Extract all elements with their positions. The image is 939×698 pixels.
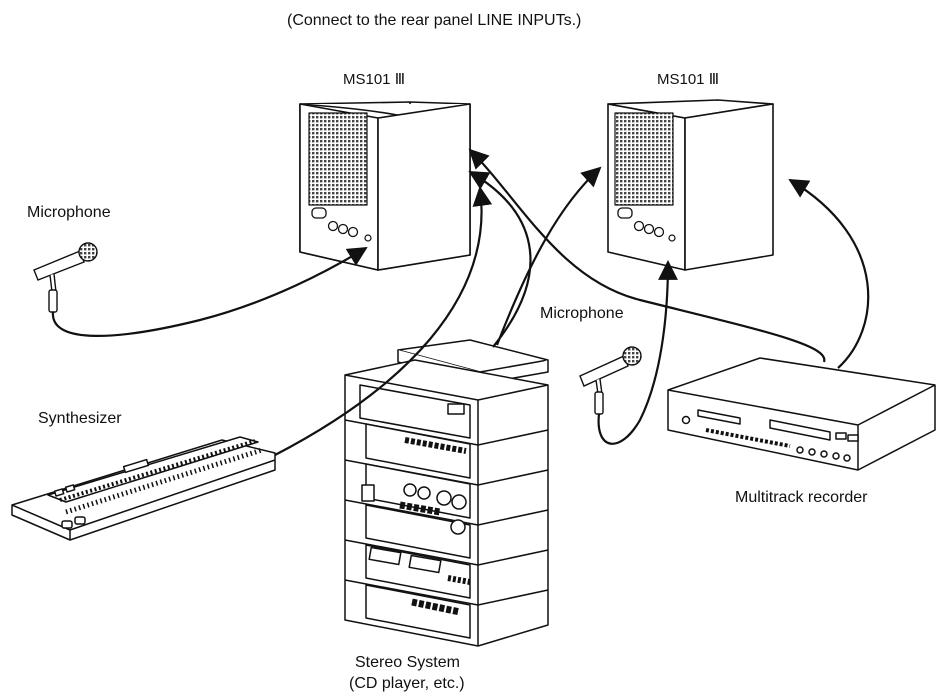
speaker-right [607,99,774,271]
cable-mic-left-to-speaker [51,246,368,337]
speaker-left [299,101,471,271]
cable-recorder-to-speaker-left [468,148,826,363]
cable-synth-to-speaker [274,186,493,456]
synthesizer-icon [11,436,276,541]
microphone-left-label: Microphone [27,204,111,221]
synthesizer-label: Synthesizer [38,410,122,427]
stereo-system-icon [344,339,549,647]
multitrack-recorder-icon [667,357,936,471]
recorder-label: Multitrack recorder [735,489,868,506]
stereo-label-line1: Stereo System [355,654,460,671]
cable-mic-right-to-speaker [597,260,678,445]
cable-recorder-to-speaker-right [788,178,870,369]
microphone-left-icon [33,242,98,313]
connection-cables [51,148,870,456]
microphone-right-label: Microphone [540,305,624,322]
connection-note: (Connect to the rear panel LINE INPUTs.) [287,12,582,29]
speaker-left-label: MS101 Ⅲ [343,71,406,88]
stereo-label-line2: (CD player, etc.) [349,675,465,692]
microphone-right-icon [579,346,642,415]
speaker-right-label: MS101 Ⅲ [657,71,720,88]
cable-stereo-to-speaker-left [468,170,532,348]
